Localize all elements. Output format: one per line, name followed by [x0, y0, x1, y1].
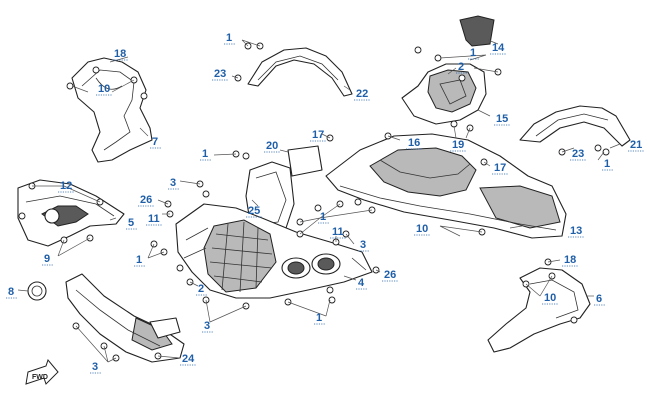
- part-16-front-hood: [325, 133, 567, 239]
- callout-1: 1: [470, 47, 476, 59]
- part-21-right-cover-strip: [519, 105, 631, 147]
- part-6-right-lower-fender: [487, 267, 591, 353]
- callout-1: 1: [604, 158, 610, 170]
- callout-19: 19: [452, 139, 464, 151]
- part-5-left-fender-section: [17, 179, 125, 247]
- callout-13: 13: [570, 225, 582, 237]
- callout-15: 15: [496, 113, 508, 125]
- callout-25: 25: [248, 205, 260, 217]
- callout-3: 3: [360, 239, 366, 251]
- fwd-label: FWD: [32, 374, 48, 381]
- callout-11: 11: [148, 213, 160, 225]
- leader-lines: [17, 39, 621, 363]
- callout-1: 1: [136, 254, 142, 266]
- part-24-lower-bumper: [65, 273, 185, 363]
- callout-17: 17: [494, 162, 506, 174]
- callout-10: 10: [544, 292, 556, 304]
- callout-26: 26: [384, 269, 396, 281]
- part-front-fascia-grille: [175, 203, 373, 299]
- callout-9: 9: [44, 253, 50, 265]
- part-22-left-cover-strip: [247, 47, 353, 97]
- callout-14: 14: [492, 42, 505, 54]
- part-14-windscreen: [459, 15, 495, 47]
- callout-2: 2: [458, 61, 464, 73]
- part-7-left-inner-panel: [71, 57, 153, 163]
- callout-12: 12: [60, 180, 72, 192]
- callout-26: 26: [140, 194, 152, 206]
- callout-22: 22: [356, 88, 368, 100]
- callout-17: 17: [312, 129, 324, 141]
- callout-23: 23: [572, 148, 584, 160]
- callout-18: 18: [564, 254, 576, 266]
- callout-8: 8: [8, 286, 14, 298]
- callout-7: 7: [152, 136, 158, 148]
- callout-3: 3: [170, 177, 176, 189]
- callout-20: 20: [266, 140, 278, 152]
- callout-1: 1: [316, 312, 322, 324]
- callout-10: 10: [98, 83, 110, 95]
- callout-24: 24: [182, 353, 195, 365]
- callout-1: 1: [320, 211, 326, 223]
- callout-1: 1: [202, 148, 208, 160]
- callout-labels: 1 1 1 1 1 1 1 2 2 3 3 3 3 4 5 6 7 8: [6, 32, 644, 374]
- callout-5: 5: [128, 217, 134, 229]
- callout-4: 4: [358, 277, 365, 289]
- callout-11: 11: [332, 226, 344, 238]
- callout-21: 21: [630, 139, 642, 151]
- callout-1: 1: [226, 32, 232, 44]
- part-15-dash-housing: [401, 63, 487, 125]
- callout-23: 23: [214, 68, 226, 80]
- fasteners: [18, 42, 610, 362]
- callout-3: 3: [92, 361, 98, 373]
- callout-18: 18: [114, 48, 126, 60]
- callout-6: 6: [596, 293, 602, 305]
- part-20-gasket: [287, 145, 323, 177]
- part-8-round-cap: [27, 281, 47, 301]
- callout-10: 10: [416, 223, 428, 235]
- callout-3: 3: [204, 320, 210, 332]
- callout-2: 2: [198, 283, 204, 295]
- callout-16: 16: [408, 137, 420, 149]
- fwd-arrow: FWD: [25, 358, 59, 385]
